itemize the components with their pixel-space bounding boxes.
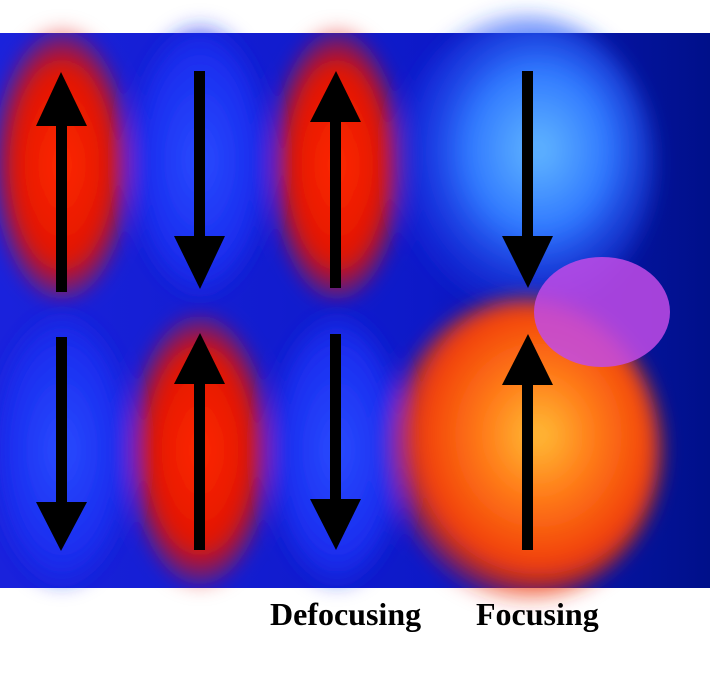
arrow-down-icon bbox=[502, 71, 553, 288]
arrow-up-icon bbox=[36, 72, 87, 292]
arrow-up-icon bbox=[502, 334, 553, 550]
arrow-down-icon bbox=[174, 71, 225, 289]
focus-spot bbox=[534, 257, 670, 367]
arrow-down-icon bbox=[36, 337, 87, 551]
focusing-label: Focusing bbox=[476, 596, 599, 632]
arrow-down-icon bbox=[310, 334, 361, 550]
arrow-up-icon bbox=[174, 333, 225, 550]
defocusing-label: Defocusing bbox=[270, 596, 422, 632]
arrow-up-icon bbox=[310, 71, 361, 288]
